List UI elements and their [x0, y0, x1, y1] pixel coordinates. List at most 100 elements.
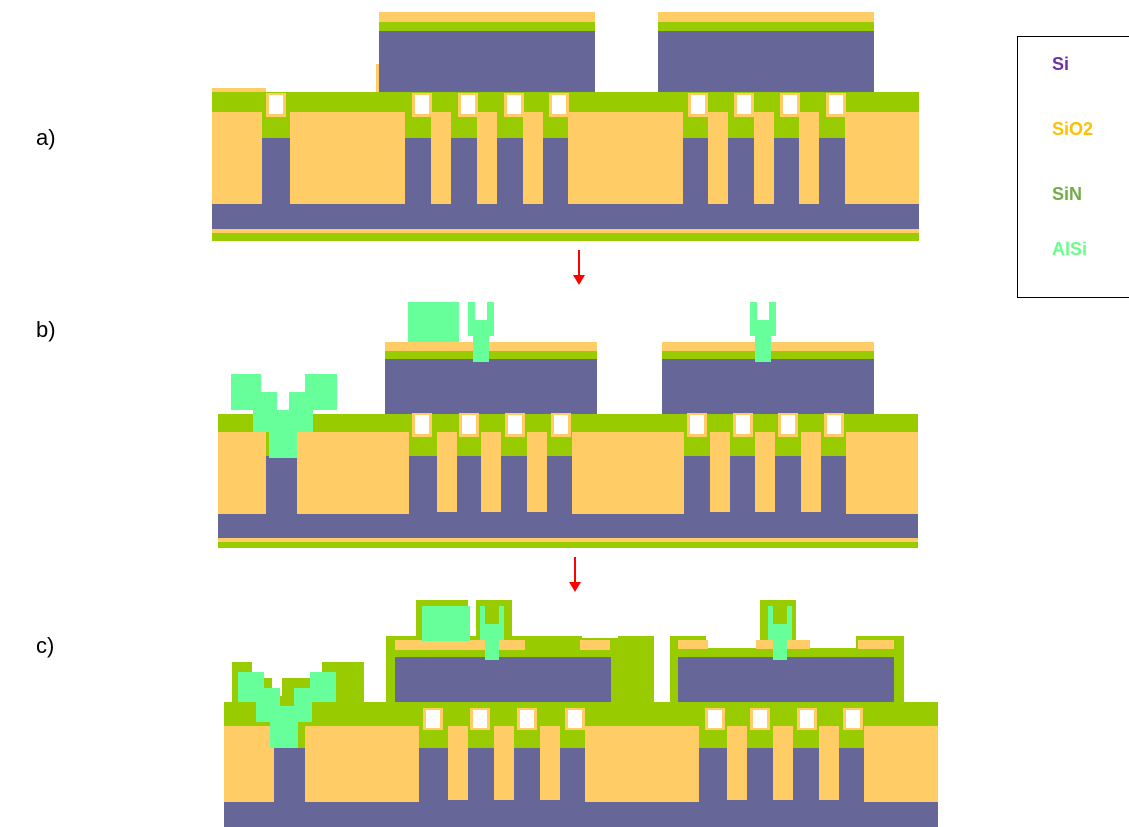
sio2-block: [212, 112, 262, 204]
sin-top: [379, 22, 595, 31]
legend-item-alsi: AlSi: [1052, 239, 1088, 259]
contact-opening: [690, 415, 704, 434]
arrow-head: [569, 582, 581, 592]
contact-opening: [269, 95, 283, 114]
contact-opening: [473, 710, 487, 728]
contact-opening: [737, 95, 751, 114]
alsi-pad: [408, 302, 459, 342]
contact-opening: [800, 710, 814, 728]
contact-opening: [520, 710, 534, 728]
sio2-finger: [481, 432, 501, 512]
process-arrows: [569, 250, 585, 592]
sio2-block: [568, 112, 683, 204]
si-block-right: [658, 31, 874, 92]
sio2-finger: [819, 726, 839, 800]
cross-section-a: [212, 12, 919, 241]
sio2-block: [297, 432, 409, 514]
sio2-finger: [527, 432, 547, 512]
sio2-finger: [477, 112, 497, 204]
sin-bottom: [218, 542, 918, 548]
si-block-left: [395, 657, 611, 707]
legend-item-sio2: SiO2: [1052, 119, 1094, 139]
sio2-edge: [376, 64, 379, 92]
alsi-via: [768, 606, 792, 660]
cross-section-c: [224, 600, 938, 827]
sio2-finger: [437, 432, 457, 512]
sio2-finger: [523, 112, 543, 204]
alsi-v-contact: [238, 672, 336, 748]
contact-opening: [415, 415, 429, 434]
sio2-finger: [799, 112, 819, 204]
contact-opening: [827, 415, 841, 434]
sio2-block: [845, 112, 919, 204]
alsi-via: [480, 606, 504, 660]
sio2-finger: [754, 112, 774, 204]
si-block-right: [662, 359, 874, 414]
contact-opening: [552, 95, 566, 114]
sio2-block: [572, 432, 684, 514]
contact-opening: [507, 95, 521, 114]
contact-opening: [568, 710, 582, 728]
contact-opening: [426, 710, 440, 728]
legend-box: Si SiO2 SiN AlSi: [1017, 36, 1129, 298]
sio2-edge: [212, 88, 266, 92]
legend-item-si: Si: [1052, 54, 1070, 74]
sio2-top: [580, 640, 610, 650]
contact-opening: [829, 95, 843, 114]
sio2-block: [585, 726, 699, 802]
contact-opening: [508, 415, 522, 434]
si-block-left: [385, 359, 597, 414]
alsi-via: [468, 302, 494, 362]
sio2-finger: [755, 432, 775, 512]
alsi-v-contact: [231, 374, 337, 458]
sio2-finger: [448, 726, 468, 800]
alsi-via: [750, 302, 776, 362]
contact-opening: [783, 95, 797, 114]
sin-top: [385, 351, 597, 359]
contact-opening: [691, 95, 705, 114]
sio2-top: [658, 12, 874, 24]
contact-opening: [846, 710, 860, 728]
legend-item-sin: SiN: [1052, 184, 1083, 204]
contact-opening: [415, 95, 429, 114]
sio2-finger: [801, 432, 821, 512]
sio2-top: [379, 12, 595, 24]
sio2-finger: [494, 726, 514, 800]
sio2-top: [858, 640, 894, 649]
contact-opening: [753, 710, 767, 728]
contact-opening: [461, 95, 475, 114]
contact-opening: [554, 415, 568, 434]
arrow-head: [573, 275, 585, 285]
sio2-bottom: [218, 538, 918, 542]
si-block-left: [379, 31, 595, 92]
sio2-bottom: [212, 229, 919, 233]
step-label-c: c): [36, 633, 55, 658]
contact-opening: [736, 415, 750, 434]
sio2-block: [846, 432, 918, 514]
sio2-finger: [773, 726, 793, 800]
si-block-right: [678, 657, 894, 707]
sio2-finger: [708, 112, 728, 204]
sio2-top: [385, 342, 597, 351]
sio2-block: [224, 726, 274, 802]
sio2-block: [290, 112, 405, 204]
contact-opening: [462, 415, 476, 434]
step-label-a: a): [36, 125, 56, 150]
sio2-block: [864, 726, 938, 802]
sio2-top: [678, 640, 708, 649]
sin-overcoat: [224, 702, 938, 710]
sio2-block: [305, 726, 419, 802]
sin-top: [658, 22, 874, 31]
sin-bottom: [212, 233, 919, 241]
contact-opening: [781, 415, 795, 434]
sio2-top: [395, 640, 525, 650]
sio2-finger: [540, 726, 560, 800]
alsi-pad: [422, 606, 470, 641]
sio2-block: [218, 432, 266, 514]
step-label-b: b): [36, 317, 56, 342]
sio2-finger: [431, 112, 451, 204]
sio2-finger: [710, 432, 730, 512]
contact-opening: [708, 710, 722, 728]
sio2-finger: [727, 726, 747, 800]
